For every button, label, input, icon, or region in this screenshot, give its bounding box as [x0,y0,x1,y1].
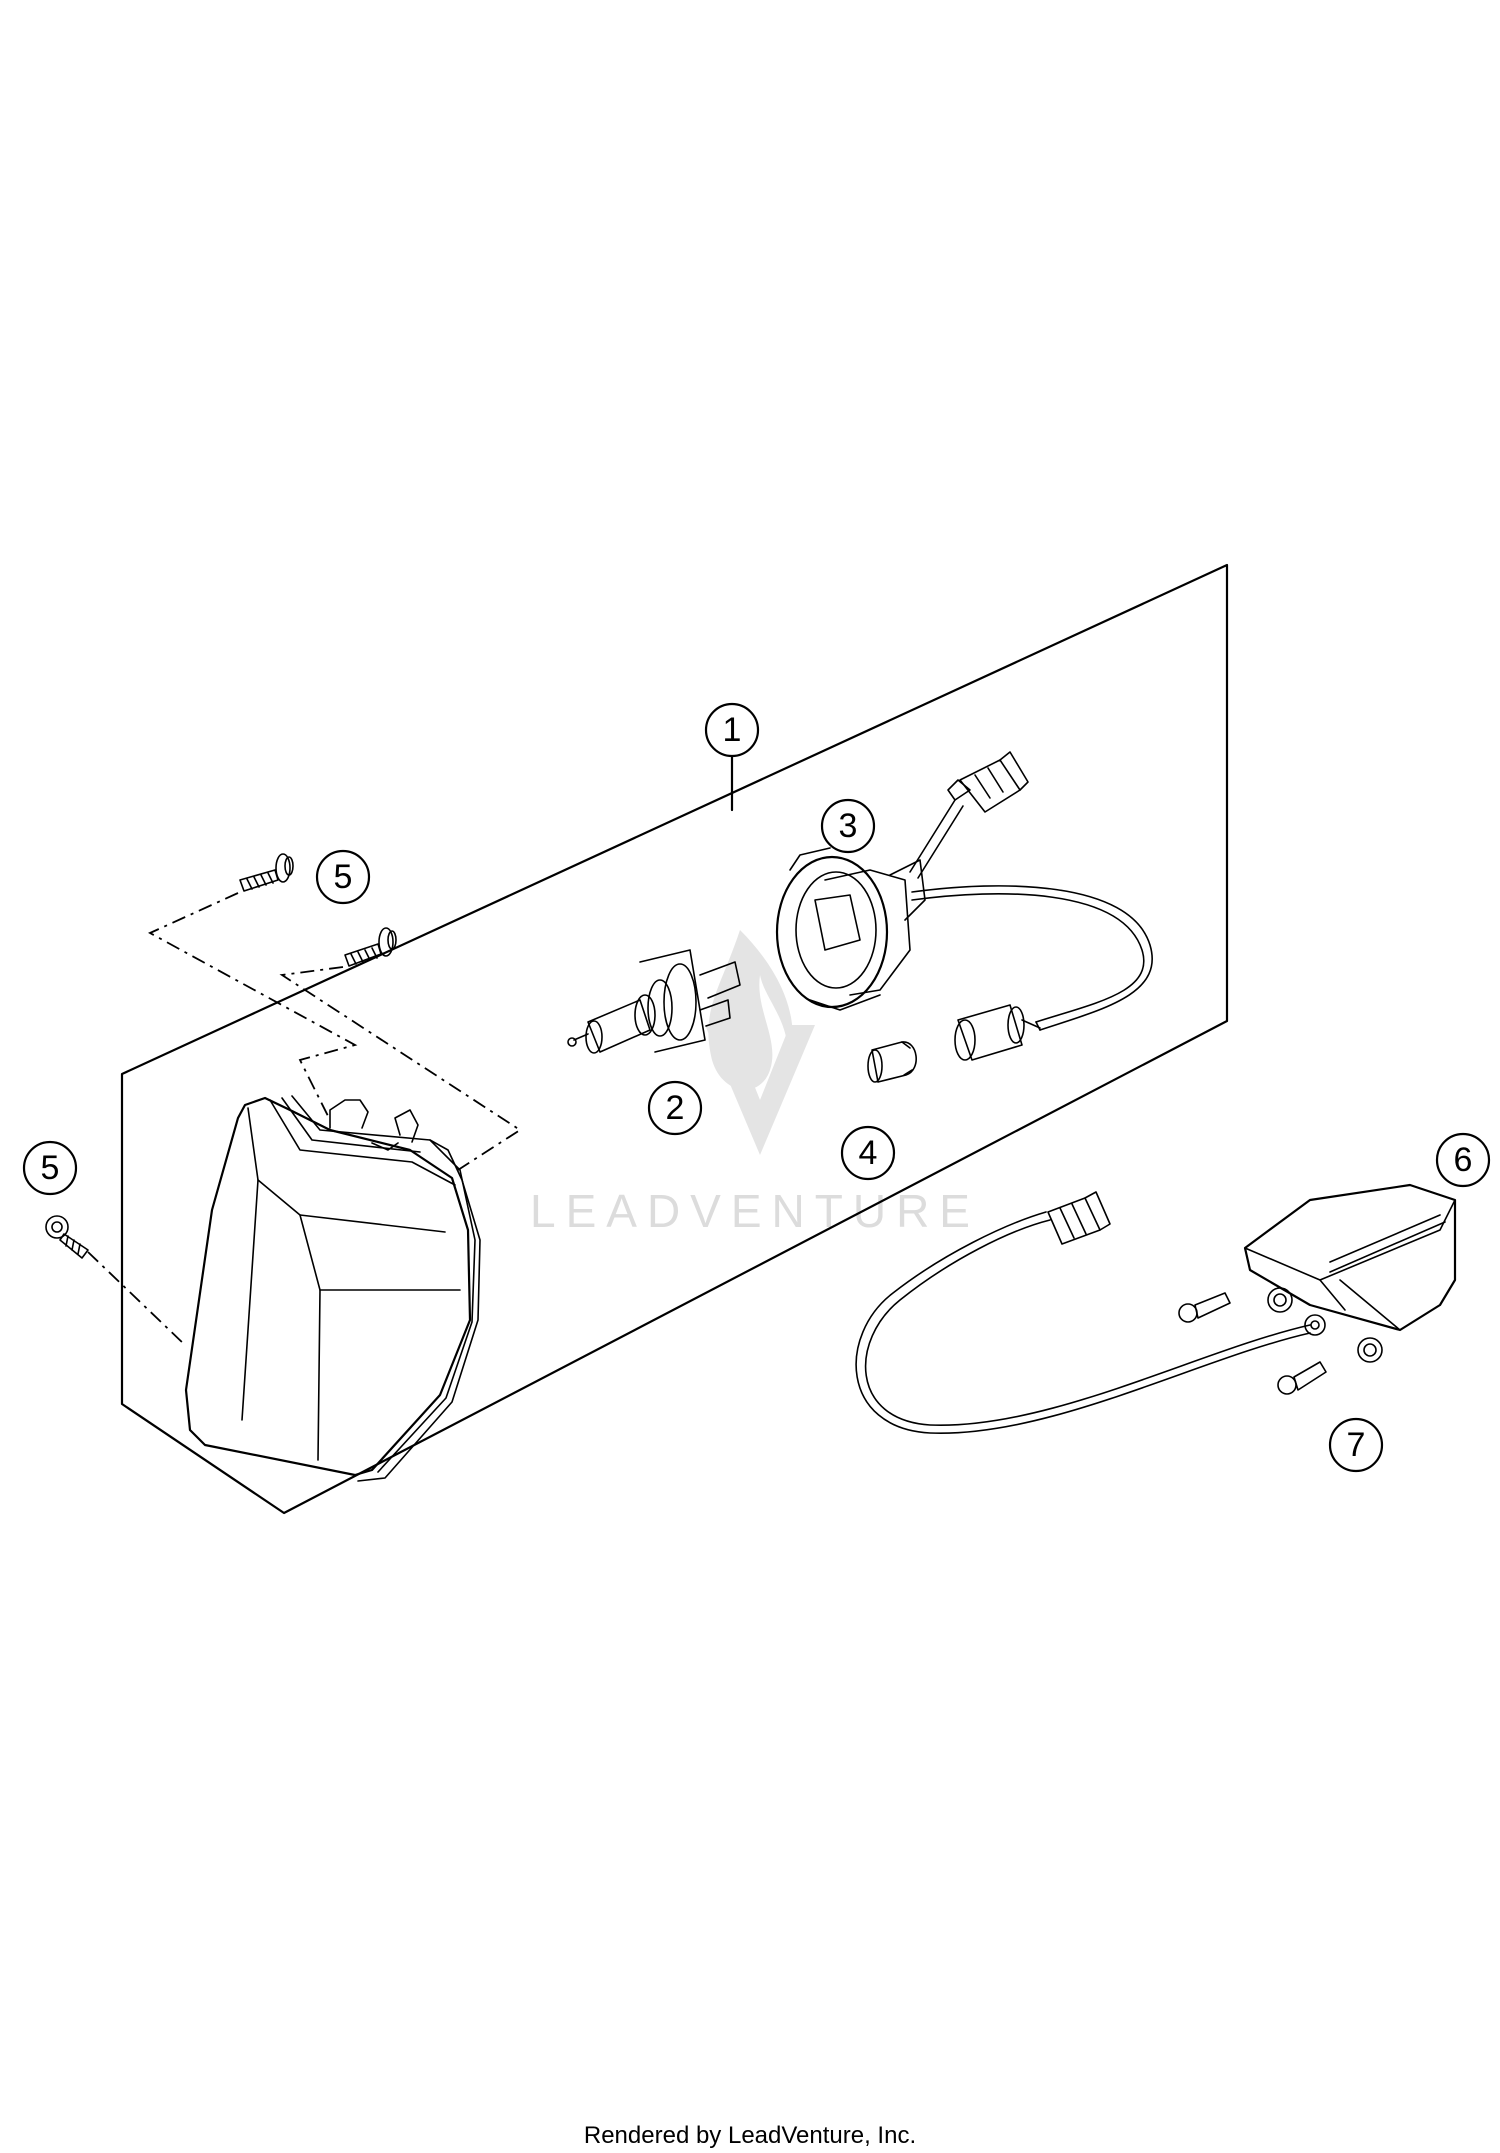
dashed-path-screw-2 [279,966,522,1171]
socket-harness [909,751,1153,1031]
callout-6-label: 6 [1454,1141,1473,1179]
tail-harness-connector-icon [1047,1191,1111,1245]
flame-v-logo-icon [705,930,815,1155]
assembly-boundary [120,563,1229,1515]
screw-tail-upper [1178,1292,1231,1323]
callout-5-top[interactable]: 5 [315,849,371,905]
callout-1[interactable]: 1 [704,702,760,758]
callout-2[interactable]: 2 [647,1080,703,1136]
callout-3-label: 3 [839,807,858,845]
tail-light-harness [855,1191,1311,1434]
position-lamp-bulb [867,1041,917,1083]
callout-5-side-label: 5 [41,1149,60,1187]
headlight-mask [184,1095,481,1482]
footer-credit: Rendered by LeadVenture, Inc. [583,2122,917,2149]
screw-top-left [239,853,294,892]
screw-tail-lower [1277,1361,1327,1395]
screw-top-middle [344,927,397,967]
position-lamp-holder [954,1004,1041,1061]
dashed-path-screw-1 [147,892,358,1121]
callout-7-label: 7 [1347,1426,1366,1464]
callout-5-side[interactable]: 5 [22,1140,78,1196]
callout-4[interactable]: 4 [840,1125,896,1181]
watermark-text: LEADVENTURE [530,1185,980,1237]
screw-side [45,1215,89,1259]
callout-1-label: 1 [723,711,742,749]
dashed-path-screw-3 [87,1251,186,1346]
h4-bulb [567,949,741,1054]
watermark: LEADVENTURE [530,930,980,1237]
callout-2-label: 2 [666,1089,685,1127]
callout-5-top-label: 5 [334,858,353,896]
tail-light [1243,1183,1457,1363]
callout-7[interactable]: 7 [1328,1417,1384,1473]
callout-6[interactable]: 6 [1435,1132,1491,1188]
bulb-socket [775,847,926,1011]
callout-4-label: 4 [859,1134,878,1172]
harness-connector-icon [959,751,1029,813]
callout-3[interactable]: 3 [820,798,876,854]
